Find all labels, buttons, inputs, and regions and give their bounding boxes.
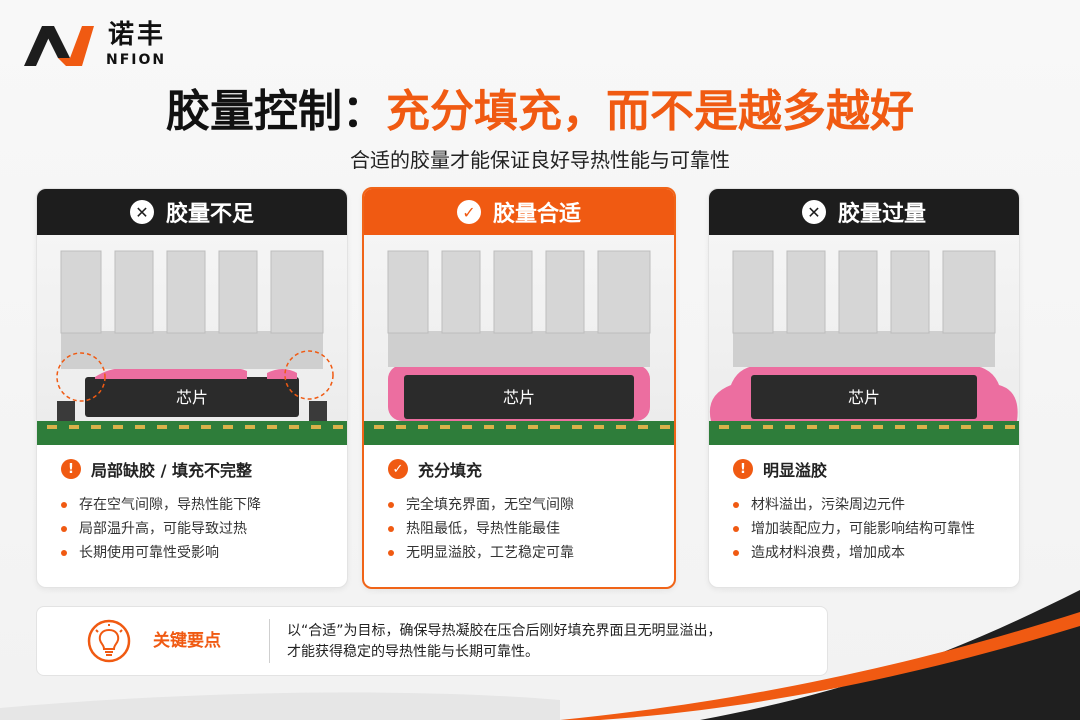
points-list: 完全填充界面，无空气间隙 热阻最低，导热性能最佳 无明显溢胶，工艺稳定可靠 — [388, 493, 650, 565]
status-heading: ✓ 充分填充 — [388, 457, 650, 481]
chip-label: 芯片 — [848, 388, 880, 407]
thermal-illustration-insufficient: 芯片 — [37, 235, 347, 445]
thermal-illustration-appropriate: 芯片 — [364, 235, 674, 445]
list-item: 材料溢出，污染周边元件 — [733, 493, 995, 517]
thermal-illustration-excessive: 芯片 — [709, 235, 1019, 445]
key-point-box: 关键要点 以“合适”为目标，确保导热凝胶在压合后刚好填充界面且无明显溢出， 才能… — [36, 606, 828, 676]
check-icon: ✓ — [388, 459, 408, 479]
card-excessive: ✕ 胶量过量 芯片 ! 明显溢胶 材料溢出，污染周边元件 增加装配应力，可能影响… — [708, 188, 1020, 588]
list-item: 长期使用可靠性受影响 — [61, 541, 323, 565]
pcb-pads — [47, 425, 343, 429]
card-header-label: 胶量不足 — [165, 202, 254, 227]
chip — [751, 375, 977, 419]
list-item: 增加装配应力，可能影响结构可靠性 — [733, 517, 995, 541]
glue-layer — [95, 366, 247, 379]
card-header-label: 胶量合适 — [492, 202, 581, 227]
key-point-text: 以“合适”为目标，确保导热凝胶在压合后刚好填充界面且无明显溢出， 才能获得稳定的… — [287, 621, 807, 663]
chip — [404, 375, 634, 419]
brand-name-cn: 诺丰 — [108, 20, 167, 50]
divider — [269, 619, 270, 663]
pcb-pads — [374, 425, 670, 429]
status-label: 明显溢胶 — [763, 461, 828, 480]
status-heading: ! 局部缺胶 / 填充不完整 — [61, 457, 323, 481]
heatsink-base — [733, 331, 995, 367]
page-subtitle: 合适的胶量才能保证良好导热性能与可靠性 — [350, 148, 730, 172]
card-header-label: 胶量过量 — [837, 202, 926, 227]
close-icon: ✕ — [801, 200, 826, 224]
heatsink-fins — [387, 250, 651, 334]
brand-logo: 诺丰 NFION — [24, 14, 194, 70]
key-point-line-2: 才能获得稳定的导热性能与长期可靠性。 — [287, 644, 539, 660]
pcb-board — [364, 421, 674, 445]
close-icon: ✕ — [129, 200, 154, 224]
card-appropriate: ✓ 胶量合适 芯片 ✓ 充分填充 完全填充界面，无空气间隙 热阻最低，导热性能最… — [362, 187, 676, 589]
list-item: 存在空气间隙，导热性能下降 — [61, 493, 323, 517]
status-label: 局部缺胶 / 填充不完整 — [91, 461, 252, 480]
title-part-2: 充分填充，而不是越多越好 — [386, 86, 914, 137]
exclamation-icon: ! — [61, 459, 81, 479]
list-item: 造成材料浪费，增加成本 — [733, 541, 995, 565]
chip-label: 芯片 — [503, 388, 535, 407]
list-item: 完全填充界面，无空气间隙 — [388, 493, 650, 517]
list-item: 无明显溢胶，工艺稳定可靠 — [388, 541, 650, 565]
key-point-line-1: 以“合适”为目标，确保导热凝胶在压合后刚好填充界面且无明显溢出， — [287, 623, 722, 639]
status-label: 充分填充 — [418, 461, 483, 480]
card-header: ✓ 胶量合适 — [364, 189, 674, 235]
chip — [85, 377, 299, 417]
lightbulb-icon — [87, 619, 131, 663]
card-header: ✕ 胶量不足 — [37, 189, 347, 235]
list-item: 局部温升高，可能导致过热 — [61, 517, 323, 541]
key-point-label: 关键要点 — [153, 631, 221, 651]
list-item: 热阻最低，导热性能最佳 — [388, 517, 650, 541]
brand-name-en: NFION — [106, 52, 167, 68]
status-heading: ! 明显溢胶 — [733, 457, 995, 481]
logo-mark-icon — [24, 26, 94, 66]
heatsink-base — [61, 331, 323, 369]
card-header: ✕ 胶量过量 — [709, 189, 1019, 235]
heatsink-base — [388, 331, 650, 367]
pcb-board — [37, 421, 347, 445]
exclamation-icon: ! — [733, 459, 753, 479]
check-icon: ✓ — [456, 200, 481, 224]
page-title: 胶量控制：充分填充，而不是越多越好 — [0, 84, 1080, 140]
heatsink-fins — [732, 250, 996, 334]
points-list: 存在空气间隙，导热性能下降 局部温升高，可能导致过热 长期使用可靠性受影响 — [61, 493, 323, 565]
pcb-board — [709, 421, 1019, 445]
pcb-pads — [719, 425, 1015, 429]
heatsink-fins — [60, 250, 324, 334]
chip-label: 芯片 — [176, 388, 208, 407]
title-part-1: 胶量控制： — [166, 86, 386, 137]
points-list: 材料溢出，污染周边元件 增加装配应力，可能影响结构可靠性 造成材料浪费，增加成本 — [733, 493, 995, 565]
card-insufficient: ✕ 胶量不足 芯片 ! 局部缺胶 / 填充不完整 存在空气间隙，导热性能下降 局… — [36, 188, 348, 588]
